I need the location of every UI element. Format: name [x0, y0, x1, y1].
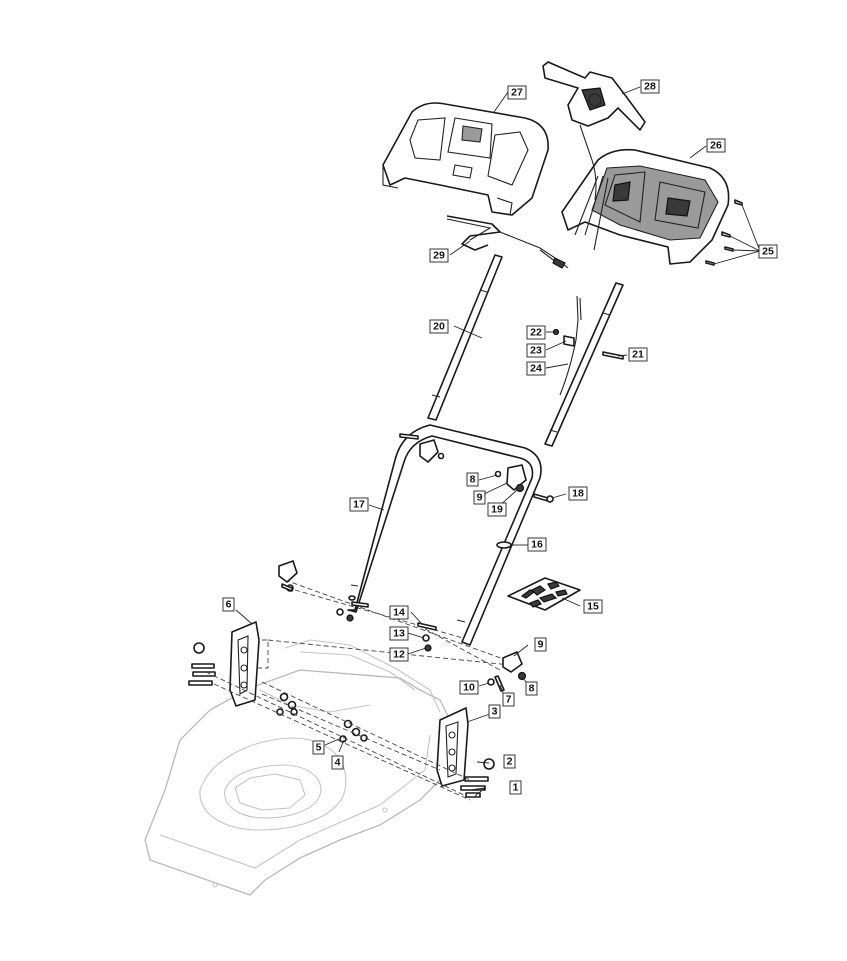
svg-text:8: 8 — [470, 474, 476, 486]
svg-text:26: 26 — [710, 140, 722, 152]
svg-text:25: 25 — [762, 246, 774, 258]
callout-23: 23 — [526, 343, 546, 358]
callout-16: 16 — [527, 537, 547, 552]
callout-13: 13 — [389, 626, 409, 641]
clamp-knobs — [278, 433, 527, 692]
mower-deck — [144, 639, 456, 896]
svg-text:28: 28 — [644, 81, 656, 93]
callout-7: 7 — [502, 692, 515, 707]
svg-text:23: 23 — [530, 345, 542, 357]
callout-17: 17 — [349, 497, 369, 512]
callout-15: 15 — [583, 599, 603, 614]
callout-labels: 1 2 3 4 5 6 7 8 — [222, 79, 778, 795]
callout-8-upper: 8 — [466, 472, 479, 487]
callout-29: 29 — [429, 248, 449, 263]
callout-26: 26 — [706, 138, 726, 153]
callout-9-upper: 9 — [473, 490, 486, 505]
callout-25: 25 — [758, 244, 778, 259]
leader-lines — [235, 86, 761, 797]
svg-text:8: 8 — [529, 683, 535, 695]
svg-text:18: 18 — [572, 488, 584, 500]
svg-text:16: 16 — [531, 539, 543, 551]
callout-14: 14 — [389, 605, 409, 620]
callout-3: 3 — [488, 704, 501, 719]
callout-19: 19 — [487, 502, 507, 517]
svg-text:6: 6 — [226, 599, 232, 611]
svg-text:10: 10 — [463, 682, 475, 694]
svg-text:17: 17 — [353, 499, 365, 511]
control-panel-base — [561, 148, 743, 266]
svg-text:4: 4 — [335, 757, 341, 769]
callout-10: 10 — [459, 680, 479, 695]
callout-20: 20 — [429, 319, 449, 334]
callout-6: 6 — [222, 597, 235, 612]
svg-text:19: 19 — [491, 504, 503, 516]
left-height-bracket — [188, 621, 260, 707]
svg-text:1: 1 — [513, 782, 519, 794]
svg-text:20: 20 — [433, 321, 445, 333]
upper-handle-left-tube — [427, 254, 503, 421]
control-lever — [542, 61, 646, 201]
svg-text:15: 15 — [587, 601, 599, 613]
callout-1: 1 — [509, 780, 522, 795]
callout-27: 27 — [507, 85, 527, 100]
svg-text:5: 5 — [316, 742, 322, 754]
svg-text:9: 9 — [538, 639, 544, 651]
svg-text:21: 21 — [632, 349, 644, 361]
callout-24: 24 — [526, 361, 546, 376]
upper-handle-right-tube — [544, 282, 624, 447]
svg-text:13: 13 — [393, 628, 405, 640]
svg-text:12: 12 — [393, 649, 405, 661]
assembly-lines-lower — [205, 579, 521, 801]
control-panel-cover — [382, 102, 549, 216]
callout-8-lower: 8 — [525, 681, 538, 696]
svg-text:24: 24 — [530, 363, 542, 375]
right-height-bracket — [436, 707, 495, 798]
svg-text:7: 7 — [506, 694, 512, 706]
svg-text:22: 22 — [530, 327, 542, 339]
callout-2: 2 — [503, 754, 516, 769]
svg-text:9: 9 — [477, 492, 483, 504]
callout-28: 28 — [640, 79, 660, 94]
lower-handle — [347, 424, 554, 646]
callout-21: 21 — [628, 347, 648, 362]
callout-18: 18 — [568, 486, 588, 501]
hardware-kit — [507, 577, 581, 611]
svg-text:3: 3 — [492, 706, 498, 718]
svg-text:27: 27 — [511, 87, 523, 99]
svg-text:14: 14 — [393, 607, 405, 619]
callout-9-lower: 9 — [534, 637, 547, 652]
callout-12: 12 — [389, 647, 409, 662]
svg-text:29: 29 — [433, 250, 445, 262]
callout-5: 5 — [312, 740, 325, 755]
callout-22: 22 — [526, 325, 546, 340]
deck-fasteners — [276, 692, 368, 743]
control-cable — [446, 215, 569, 269]
svg-text:2: 2 — [507, 756, 513, 768]
callout-4: 4 — [331, 755, 344, 770]
